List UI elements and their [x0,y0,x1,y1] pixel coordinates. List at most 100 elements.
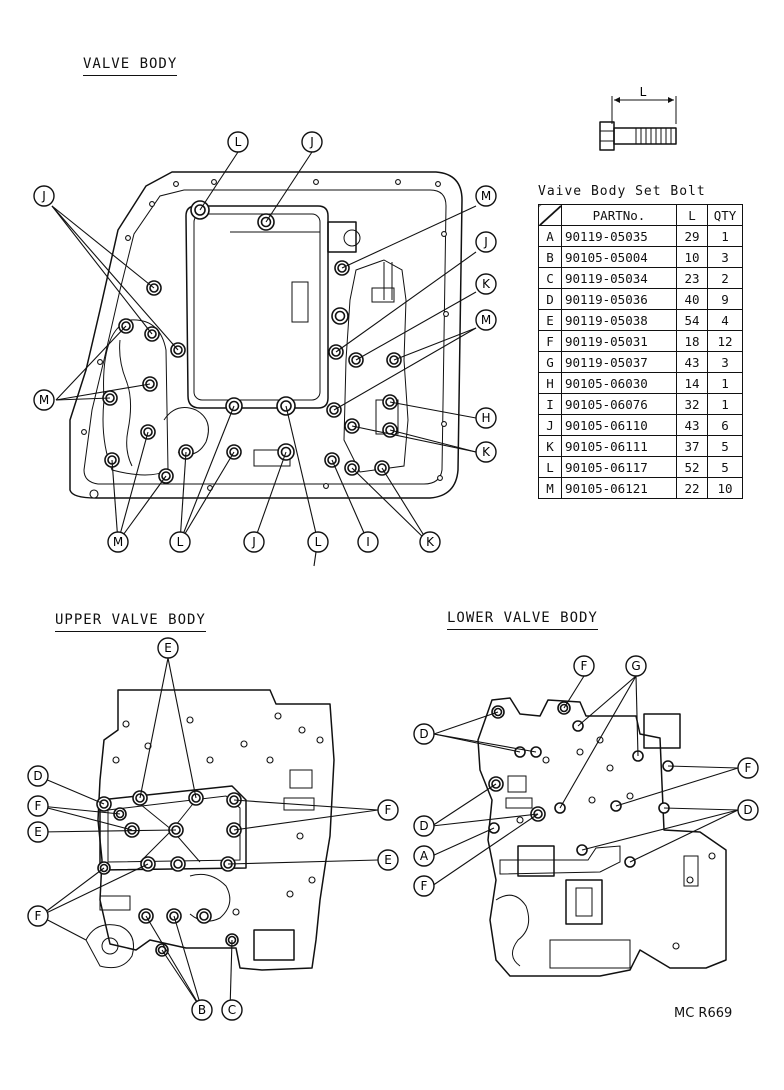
part-number: 90105-06121 [561,477,677,499]
svg-text:A: A [420,849,429,863]
bolt-length: 52 [676,456,708,478]
callout-j: J [301,131,323,153]
valve-body-heading: VALVE BODY [83,56,178,76]
callout-h: H [475,407,497,429]
callout-g: G [625,655,647,677]
svg-text:F: F [35,909,42,923]
bolt-quantity: 3 [707,351,743,373]
lower-bolt-heads [488,701,674,868]
callout-e: E [377,849,399,871]
callout-j: J [33,185,55,207]
bolt-length: 37 [676,435,708,457]
upper-leaders [37,657,379,1011]
bolt-quantity: 10 [707,477,743,499]
bolt-quantity: 1 [707,393,743,415]
callout-f: F [413,875,435,897]
svg-text:J: J [41,189,46,203]
svg-text:J: J [251,535,256,549]
svg-text:L: L [177,535,184,549]
header-part-number: PARTNo. [561,204,677,226]
bolt-quantity: 5 [707,456,743,478]
bolt-length: 22 [676,477,708,499]
callout-m: M [33,389,55,411]
bolt-key: E [538,309,562,331]
bolt-key: L [538,456,562,478]
callout-b: B [191,999,213,1021]
callout-a: A [413,845,435,867]
callout-k: K [419,531,441,553]
svg-text:M: M [39,393,49,407]
bolt-key: M [538,477,562,499]
svg-text:C: C [228,1003,236,1017]
callout-l: L [169,531,191,553]
bolt-quantity: 3 [707,246,743,268]
part-number: 90105-06111 [561,435,677,457]
svg-text:M: M [113,535,123,549]
bolt-quantity: 1 [707,372,743,394]
valve-body-drawing: L J J M J K M M H K M L J L I K [33,131,497,567]
svg-text:B: B [198,1003,206,1017]
bolt-length: 43 [676,351,708,373]
bolt-quantity: 2 [707,267,743,289]
callout-e: E [157,637,179,659]
bolt-quantity: 6 [707,414,743,436]
lower-valve-body-drawing: F G D F D D A F [413,655,759,977]
upper-valve-body-heading: UPPER VALVE BODY [55,612,206,632]
part-number: 90119-05037 [561,351,677,373]
svg-text:L: L [235,135,242,149]
bolt-quantity: 9 [707,288,743,310]
bolt-key: K [538,435,562,457]
callout-d: D [413,815,435,837]
bolt-length: 14 [676,372,708,394]
upper-small-holes [112,712,324,916]
callout-f: F [27,905,49,927]
part-number: 90105-05004 [561,246,677,268]
svg-text:E: E [34,825,42,839]
svg-text:E: E [164,641,172,655]
svg-text:M: M [481,313,491,327]
callout-d: D [413,723,435,745]
svg-text:L: L [315,535,322,549]
valve-body-callouts: L J J M J K M M H K M L J L I K [33,131,497,553]
bolt-thread [635,128,672,144]
bolt-key: B [538,246,562,268]
part-number: 90105-06110 [561,414,677,436]
bolt-key: J [538,414,562,436]
bolt-length: 23 [676,267,708,289]
bolt-quantity: 4 [707,309,743,331]
callout-j: J [243,531,265,553]
part-number: 90119-05031 [561,330,677,352]
part-number: 90105-06117 [561,456,677,478]
callout-d: D [737,799,759,821]
svg-text:G: G [631,659,640,673]
valve-body-leaders [51,151,477,567]
svg-text:H: H [481,411,490,425]
upper-callouts: E D F E F E F B C [27,637,399,1021]
svg-text:K: K [482,277,491,291]
bolt-key: G [538,351,562,373]
svg-text:E: E [384,853,392,867]
callout-l: L [227,131,249,153]
svg-text:K: K [482,445,491,459]
part-number: 90119-05036 [561,288,677,310]
bolt-length: 43 [676,414,708,436]
callout-j: J [475,231,497,253]
svg-text:F: F [35,799,42,813]
lower-valve-body-heading: LOWER VALVE BODY [447,610,598,630]
bolt-key: A [538,225,562,247]
header-length: L [676,204,708,226]
svg-text:F: F [581,659,588,673]
table-title: Vaive Body Set Bolt [538,184,706,199]
part-number: 90105-06030 [561,372,677,394]
